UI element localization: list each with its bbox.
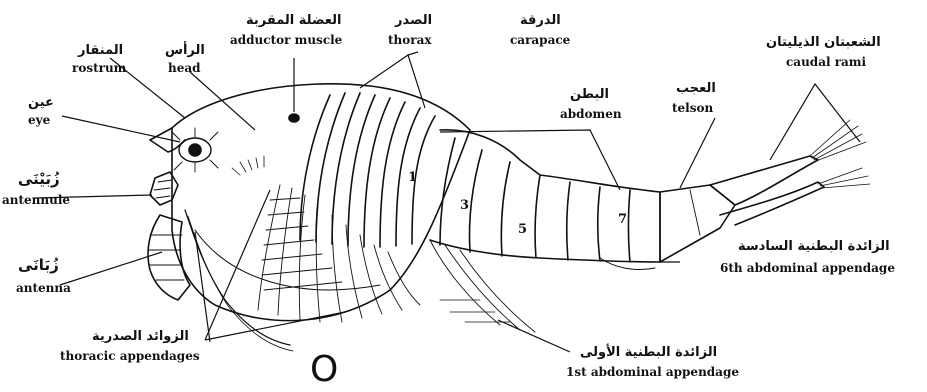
label-caudal-rami-en: caudal rami (786, 56, 866, 68)
carapace-inner-edge (195, 230, 380, 290)
label-thoracic-appendages-en: thoracic appendages (60, 350, 200, 362)
label-thorax-en: thorax (388, 34, 432, 46)
label-telson-ar: العجب (676, 82, 716, 95)
label-antenna-ar: زُبَانَى (18, 258, 59, 273)
label-antennule-en: antennule (2, 194, 70, 206)
label-thoracic-appendages-ar: الزوائد الصدرية (92, 330, 189, 343)
label-6th-abdominal-en: 6th abdominal appendage (720, 262, 895, 274)
label-1st-abdominal-ar: الزائدة البطنية الأولى (580, 346, 717, 359)
segment-number: 7 (618, 212, 627, 227)
adductor-muscle-spot (289, 114, 299, 122)
label-6th-abdominal-ar: الزائدة البطنية السادسة (738, 240, 890, 253)
segment-number: 5 (518, 222, 527, 237)
label-adductor-en: adductor muscle (230, 34, 342, 46)
label-head-en: head (168, 62, 201, 74)
label-eye-en: eye (28, 114, 50, 126)
label-carapace-ar: الدرقة (520, 14, 561, 27)
antenna-shape (148, 215, 190, 300)
label-antenna-en: antenna (16, 282, 71, 294)
label-abdomen-ar: البطن (570, 88, 609, 101)
label-eye-ar: عين (28, 96, 54, 109)
abdomen-segments (430, 130, 660, 262)
label-adductor-ar: العضلة المقربة (246, 14, 341, 27)
label-rostrum-ar: المنقار (78, 44, 123, 57)
label-caudal-rami-ar: الشعبتان الذيليتان (766, 36, 881, 49)
label-abdomen-en: abdomen (560, 108, 622, 120)
label-telson-en: telson (672, 102, 713, 114)
label-antennule-ar: زُبَيْنَى (18, 172, 60, 187)
label-carapace-en: carapace (510, 34, 570, 46)
label-1st-abdominal-en: 1st abdominal appendage (566, 366, 739, 378)
label-head-ar: الرأس (165, 44, 205, 57)
label-thorax-ar: الصدر (395, 14, 432, 27)
watermark-letter: O (310, 352, 338, 388)
segment-number: 3 (460, 198, 469, 213)
label-rostrum-en: rostrum (72, 62, 126, 74)
segment-number: 1 (408, 170, 417, 185)
